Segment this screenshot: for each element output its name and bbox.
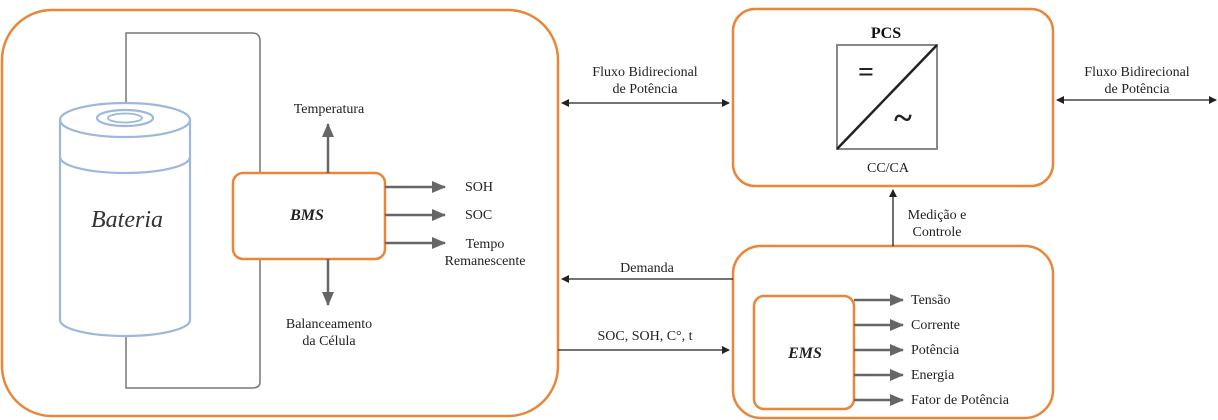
flow-left-label: Fluxo Bidirecional de Potência: [592, 65, 698, 97]
soh-label: SOH: [465, 180, 494, 195]
ems-output-voltage: Tensão: [911, 293, 951, 308]
ems-output-current: Corrente: [911, 318, 960, 333]
bms-label: BMS: [290, 207, 324, 224]
measure-control-label: Medição e Controle: [907, 208, 967, 240]
balance-label: Balanceamento da Célula: [285, 317, 373, 349]
pcs-subtitle: CC/CA: [866, 161, 910, 176]
ac-symbol: ~: [894, 100, 912, 137]
soc-label: SOC: [465, 208, 493, 223]
soc-soh-label: SOC, SOH, C°, t: [597, 329, 693, 344]
flow-right-label: Fluxo Bidirecional de Potência: [1084, 65, 1190, 97]
ems-output-energy: Energia: [911, 368, 955, 383]
ems-output-power: Potência: [911, 343, 960, 358]
battery-cylinder-icon: [58, 101, 192, 338]
dc-symbol: =: [858, 57, 874, 88]
ems-box: [752, 294, 856, 411]
converter-diagonal: [836, 44, 938, 150]
ems-label: EMS: [788, 345, 822, 362]
ems-output-power-factor: Fator de Potência: [911, 393, 1009, 408]
battery-system-box: [0, 8, 560, 418]
demand-label: Demanda: [620, 261, 674, 276]
pcs-title: PCS: [870, 25, 902, 42]
tempo-label: Tempo Remanescente: [444, 237, 526, 269]
pcs-box: [731, 7, 1055, 188]
temperature-label: Temperatura: [293, 102, 365, 117]
battery-label: Bateria: [91, 207, 163, 233]
